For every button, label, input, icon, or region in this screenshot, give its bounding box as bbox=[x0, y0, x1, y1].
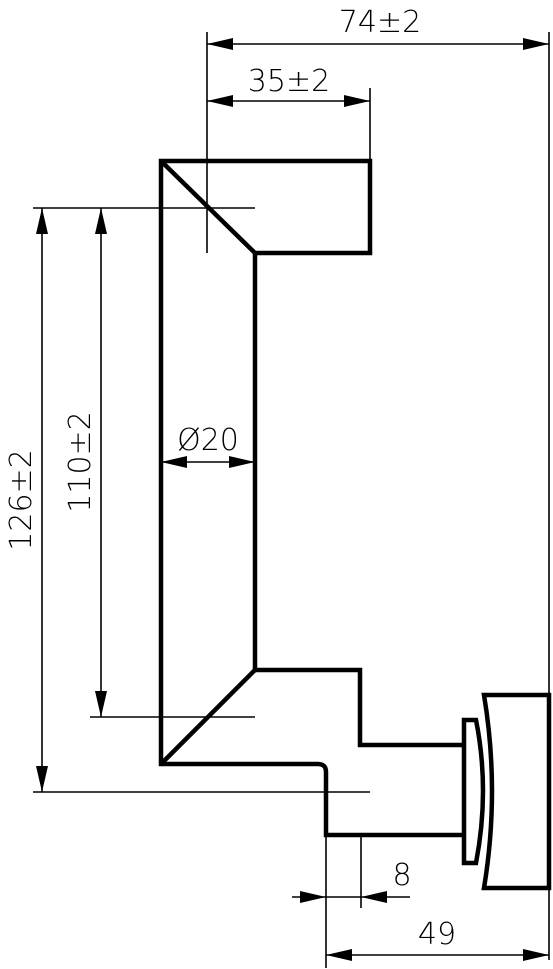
label-diameter: Ø20 bbox=[177, 423, 239, 458]
cap-body bbox=[481, 692, 552, 891]
label-offset: 8 bbox=[392, 858, 411, 893]
label-inner-width: 35±2 bbox=[248, 64, 330, 99]
label-height-outer: 126±2 bbox=[4, 449, 39, 550]
extension-lines bbox=[33, 32, 550, 968]
dimension-height-inner: 110±2 bbox=[63, 208, 107, 717]
dimension-overall-width: 74±2 bbox=[207, 5, 549, 50]
handle-body-outline bbox=[158, 158, 468, 838]
dimension-diameter: Ø20 bbox=[161, 423, 255, 468]
dimension-inner-width: 35±2 bbox=[207, 64, 370, 107]
label-height-inner: 110±2 bbox=[63, 411, 98, 512]
dimension-offset: 8 bbox=[292, 858, 412, 903]
cap-flange bbox=[461, 717, 486, 866]
upper-chamfer-line bbox=[159, 159, 257, 255]
dimension-height-outer: 126±2 bbox=[4, 208, 48, 792]
dimension-depth: 49 bbox=[326, 917, 549, 961]
handle-outline bbox=[158, 158, 468, 838]
label-overall-width: 74±2 bbox=[339, 5, 421, 40]
label-depth: 49 bbox=[418, 917, 456, 952]
end-cap bbox=[461, 692, 552, 891]
